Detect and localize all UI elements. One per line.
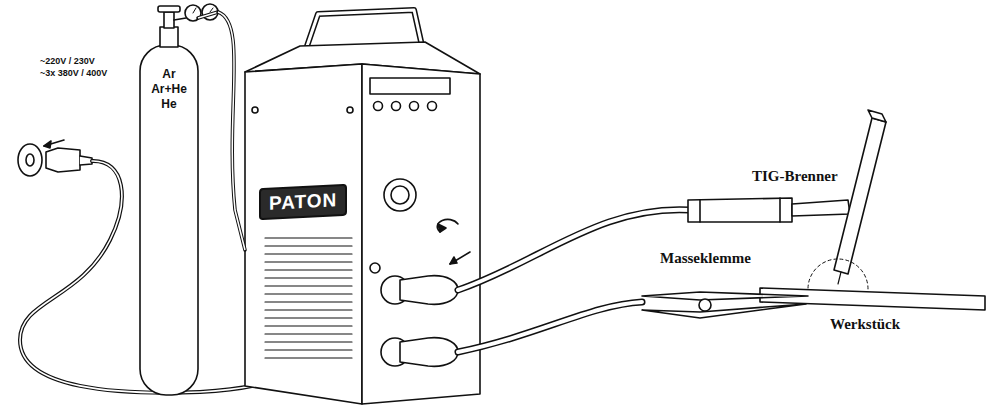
machine-side: [245, 64, 362, 404]
gas-outlet: [370, 263, 380, 273]
cylinder-neck: [160, 27, 178, 47]
cylinder-body: [140, 45, 198, 395]
screw: [252, 107, 258, 113]
vent-louvers: [265, 238, 352, 358]
clamp-jaw-upper: [642, 292, 808, 300]
gauge-needle: [193, 8, 213, 13]
gas-type: Ar: [162, 67, 175, 82]
workpiece: [760, 288, 985, 310]
arrow-head: [450, 257, 457, 264]
insert-arrow: [450, 252, 470, 264]
handle-ring: [700, 198, 780, 222]
torch-cable: [458, 210, 690, 290]
valve-handle: [158, 6, 180, 12]
clamp-cable-inner: [458, 302, 642, 352]
button: [428, 102, 437, 111]
voltage-label: ~220V / 230V: [40, 56, 95, 67]
clamp-jaw-lower: [642, 304, 806, 318]
button: [392, 102, 401, 111]
gas-type: Ar+He: [151, 82, 187, 97]
angle-arc: [808, 259, 868, 290]
clamp-cable: [458, 302, 642, 352]
power-plug: [18, 140, 92, 176]
hose-line-inner: [218, 12, 245, 250]
part-label: Werkstück: [830, 316, 900, 333]
torch-handle: [688, 198, 792, 222]
part-label: Masseklemme: [660, 250, 751, 267]
arrow-head: [44, 141, 51, 148]
voltage-label: ~3x 380V / 400V: [40, 68, 107, 79]
screw: [347, 107, 353, 113]
part-label: TIG-Brenner: [752, 168, 838, 185]
torch-neck: [792, 200, 850, 216]
gas-cylinder-node: ArAr+HeHe: [140, 45, 198, 395]
control-knob-cap: [391, 186, 409, 204]
hose-line-inner: [198, 12, 218, 18]
hose-line: [218, 12, 245, 250]
regulator-pipe: [174, 18, 186, 20]
gas-cylinder: [140, 4, 218, 395]
display: [370, 78, 450, 94]
torch-plug: [400, 276, 458, 305]
brand-logo: PATON: [259, 184, 347, 221]
torch-cable-inner: [458, 210, 690, 290]
rotate-arrow: [437, 219, 458, 232]
cylinder-valve: [164, 12, 174, 28]
gas-hose: [198, 12, 245, 250]
arrow-head: [438, 224, 446, 232]
wall-socket: [18, 144, 42, 176]
hose-line: [198, 12, 218, 18]
welding-machine-node: PATON: [245, 40, 480, 406]
welding-machine: [245, 10, 480, 404]
control-knob: [384, 179, 416, 211]
tungsten-electrode: [838, 272, 841, 284]
plug-body: [46, 148, 80, 172]
button: [374, 102, 383, 111]
gas-type: He: [161, 97, 176, 112]
socket-hole: [26, 154, 34, 166]
button: [410, 102, 419, 111]
torch-head: [834, 118, 886, 274]
ground-clamp: [642, 292, 808, 318]
clamp-pivot: [699, 299, 711, 311]
clamp-plug: [400, 338, 458, 367]
torch-cap: [868, 110, 886, 122]
